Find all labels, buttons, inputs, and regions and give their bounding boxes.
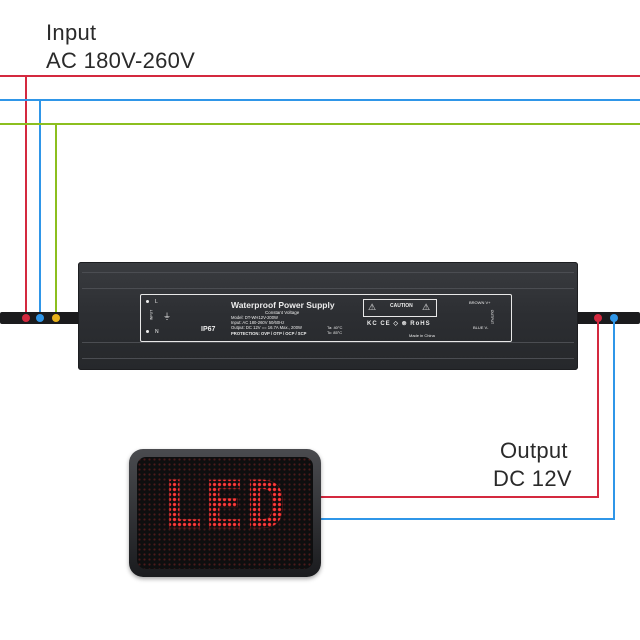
label-output: Output: DC 12V == 16.7A Max., 200W — [231, 325, 302, 330]
power-supply-label: L N INPUT ⏚ Waterproof Power Supply Cons… — [140, 294, 512, 342]
label-made-in: Made in China — [409, 333, 435, 338]
dc-positive-wire — [321, 318, 599, 498]
neutral-terminal-dot — [36, 314, 44, 322]
earth-symbol-icon: ⏚ — [163, 312, 171, 321]
output-cable — [576, 312, 640, 324]
caution-box: ⚠ CAUTION ⚠ — [363, 299, 437, 317]
terminal-n: N — [155, 329, 159, 335]
live-terminal-dot — [22, 314, 30, 322]
output-spec: DC 12V — [493, 466, 572, 491]
input-spec: AC 180V-260V — [46, 48, 196, 73]
label-title: Waterproof Power Supply — [231, 300, 335, 310]
label-note-tc: Tc: 85°C — [327, 330, 343, 335]
warning-triangle-icon-2: ⚠ — [422, 302, 431, 312]
output-vertical-label: OUTPUT — [490, 309, 495, 325]
led-matrix-screen: LED — [137, 457, 313, 569]
terminal-dot-l — [146, 300, 149, 303]
input-vertical-label: INPUT — [149, 309, 154, 321]
label-protection: PROTECTION: OVP / OTP / OCP / SCP — [231, 331, 307, 336]
terminal-l: L — [155, 299, 158, 305]
ip-rating: IP67 — [201, 326, 216, 333]
certification-marks: KC CE ◇ ⊗ RoHS — [367, 321, 431, 327]
input-heading: Input — [46, 20, 97, 45]
warning-triangle-icon: ⚠ — [368, 302, 377, 312]
led-display-panel: LED — [129, 449, 321, 577]
led-display-text: LED — [137, 467, 313, 545]
dc-negative-wire — [321, 318, 615, 520]
terminal-dot-n — [146, 330, 149, 333]
label-subtitle: Constant Voltage — [265, 310, 300, 315]
terminal-blue: BLUE V- — [473, 325, 489, 330]
terminal-brown: BROWN V+ — [469, 300, 491, 305]
power-supply-unit — [78, 262, 578, 370]
earth-terminal-dot — [52, 314, 60, 322]
caution-text: CAUTION — [390, 303, 413, 309]
output-heading: Output — [500, 438, 568, 463]
label-input: Input: AC 180-260V 50/60Hz — [231, 320, 285, 325]
label-model: Model: DT-WH12V-200W — [231, 315, 279, 320]
label-note-ta: Ta: 40°C — [327, 325, 343, 330]
